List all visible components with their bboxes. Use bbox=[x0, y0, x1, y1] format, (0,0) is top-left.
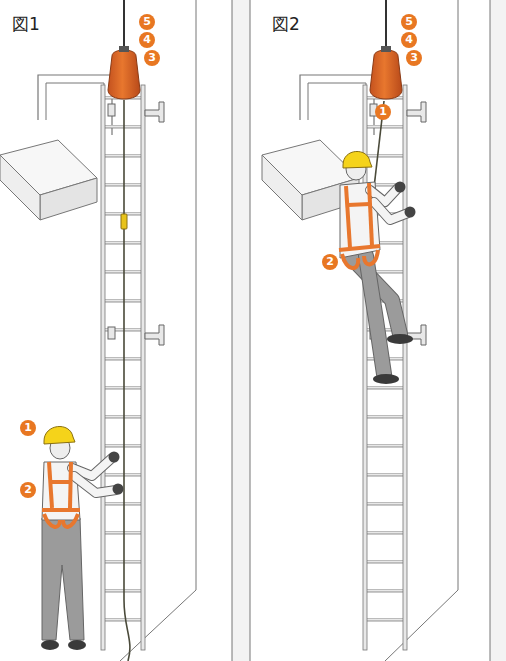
building-wall-part bbox=[458, 0, 459, 590]
building-wall-part bbox=[232, 0, 250, 661]
callout-number: 1 bbox=[375, 104, 391, 120]
worker-climbing-part-part bbox=[346, 186, 350, 248]
worker-climbing-part bbox=[374, 202, 408, 220]
callout-number: 4 bbox=[139, 32, 155, 48]
worker-climbing-part-part bbox=[342, 254, 358, 268]
callout-number: 1 bbox=[20, 420, 36, 436]
worker-standing-part bbox=[68, 640, 86, 650]
fall-arrester-part bbox=[119, 46, 129, 52]
callout-number: 5 bbox=[139, 14, 155, 30]
figure-label: 図1 bbox=[12, 14, 40, 34]
worker-standing-part-part bbox=[50, 480, 71, 484]
worker-climbing-part bbox=[343, 151, 372, 168]
fall-arrester-part bbox=[124, 100, 130, 661]
fall-arrester-part bbox=[121, 214, 127, 229]
platform-part bbox=[262, 155, 302, 220]
ladder-part bbox=[108, 104, 115, 116]
worker-climbing-part-part bbox=[369, 183, 372, 246]
worker-standing-part bbox=[113, 484, 124, 495]
worker-standing-part-part bbox=[49, 462, 52, 508]
worker-standing-part bbox=[42, 462, 80, 527]
worker-standing-part-part bbox=[44, 514, 60, 527]
worker-climbing-part bbox=[366, 256, 384, 374]
ladder bbox=[363, 85, 426, 650]
worker-standing-part bbox=[42, 518, 84, 640]
worker-climbing-part bbox=[405, 207, 416, 218]
callout-number: 3 bbox=[144, 50, 160, 66]
worker-standing-part bbox=[74, 476, 116, 493]
worker-climbing-part-part bbox=[364, 250, 378, 264]
building-wall-part bbox=[490, 0, 491, 661]
worker-standing-part-part bbox=[63, 514, 78, 527]
ladder-part bbox=[101, 85, 105, 650]
worker-climbing-part bbox=[395, 182, 406, 193]
worker-climbing-part-part bbox=[348, 204, 370, 205]
worker-standing bbox=[41, 426, 124, 650]
worker-standing-part bbox=[74, 476, 116, 493]
fall-arrester-part bbox=[385, 0, 387, 50]
fall-arrester bbox=[370, 0, 402, 205]
ladder-part bbox=[105, 95, 141, 647]
worker-climbing-part bbox=[366, 256, 384, 374]
fall-arrester bbox=[108, 0, 140, 661]
worker-climbing-part bbox=[374, 202, 408, 220]
callout-number: 2 bbox=[20, 482, 36, 498]
ladder-part bbox=[403, 85, 407, 650]
building-wall-part bbox=[196, 0, 197, 590]
fall-arrester-part bbox=[381, 46, 391, 52]
worker-standing-part bbox=[44, 426, 75, 444]
worker-standing-part bbox=[41, 640, 59, 650]
worker-climbing-part bbox=[339, 183, 380, 268]
fall-arrester-part bbox=[123, 0, 125, 50]
fall-arrester-part bbox=[370, 50, 402, 99]
platform bbox=[0, 75, 112, 220]
callout-number: 3 bbox=[406, 50, 422, 66]
platform-part bbox=[0, 155, 40, 220]
worker-climbing-part-part bbox=[339, 246, 380, 250]
figure-label: 図2 bbox=[272, 14, 300, 34]
worker-standing-part-part bbox=[42, 508, 80, 512]
ladder-part bbox=[367, 95, 403, 647]
fall-arrester-part bbox=[108, 50, 140, 99]
ladder-part bbox=[145, 325, 164, 345]
worker-standing-part bbox=[109, 452, 120, 463]
ladder-part bbox=[108, 327, 115, 339]
worker-climbing bbox=[339, 151, 416, 384]
callout-number: 5 bbox=[401, 14, 417, 30]
platform-part bbox=[308, 83, 366, 135]
ladder-part bbox=[407, 102, 426, 122]
building-wall-part bbox=[490, 0, 506, 661]
building-wall-part bbox=[250, 0, 251, 661]
worker-climbing-part bbox=[387, 334, 413, 344]
ladder-part bbox=[145, 102, 164, 122]
worker-climbing-part bbox=[373, 374, 399, 384]
ladder bbox=[101, 85, 164, 650]
callout-number: 4 bbox=[401, 32, 417, 48]
building-wall-part bbox=[232, 0, 233, 661]
worker-standing-part-part bbox=[70, 462, 71, 508]
ladder-part bbox=[141, 85, 145, 650]
callout-number: 2 bbox=[322, 254, 338, 270]
platform-part bbox=[40, 178, 97, 220]
platform-part bbox=[46, 83, 104, 135]
